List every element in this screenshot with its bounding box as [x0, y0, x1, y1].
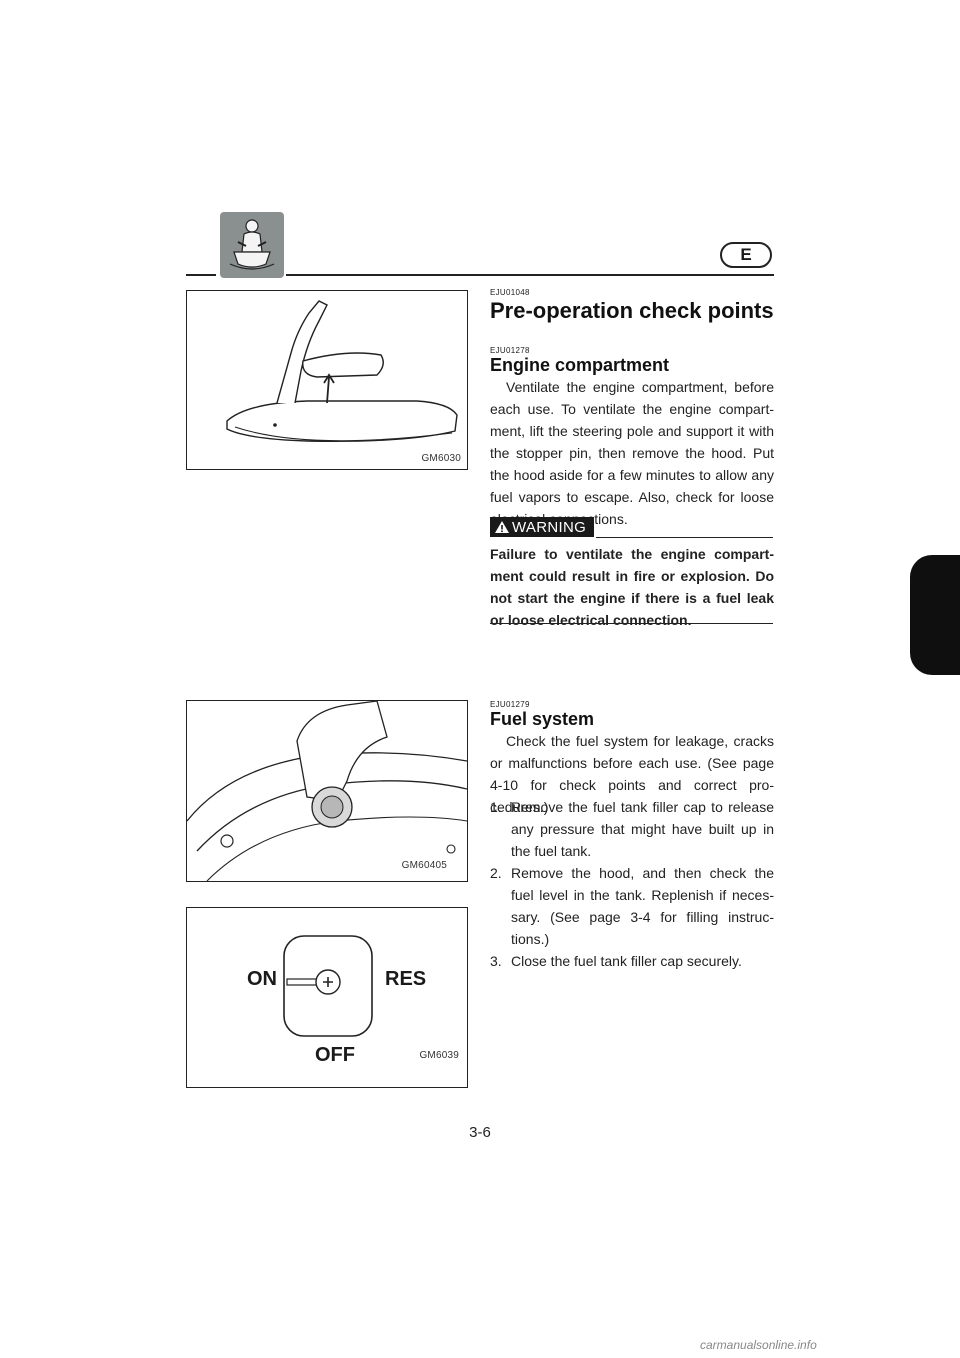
fuel-cock-label-on: ON: [247, 968, 277, 990]
footer-watermark: carmanualsonline.info: [700, 1338, 817, 1352]
warning-rule: [596, 537, 773, 538]
list-item: 1. Remove the fuel tank filler cap to re…: [490, 796, 774, 862]
step-number: 1.: [490, 799, 502, 815]
section-code: EJU01048: [490, 288, 530, 297]
figure-code: GM60405: [401, 860, 447, 871]
figure-code: GM6039: [419, 1050, 459, 1061]
warning-triangle-icon: [495, 521, 509, 533]
list-item: 2. Remove the hood, and then check the f…: [490, 862, 774, 950]
chapter-tab: [910, 555, 960, 675]
figure-fuel-cock: ON RES OFF GM6039: [186, 907, 468, 1088]
language-badge: E: [720, 242, 772, 268]
step-text: Remove the fuel tank filler cap to relea…: [511, 799, 774, 859]
subsection-title-engine-compartment: Engine compartment: [490, 355, 670, 375]
subsection-title-fuel-system: Fuel system: [490, 709, 595, 729]
fuel-cock-illustration: [283, 935, 373, 1037]
figure-hood-removal: GM6030: [186, 290, 468, 470]
header-rule-left: [186, 274, 216, 276]
subsection-code: EJU01278: [490, 346, 530, 355]
fuel-system-steps: 1. Remove the fuel tank filler cap to re…: [490, 796, 774, 972]
fuel-system-text: Check the fuel system for leakage, crack…: [490, 733, 774, 815]
fuel-cock-label-off: OFF: [315, 1044, 355, 1066]
list-item: 3. Close the fuel tank filler cap secure…: [490, 950, 774, 972]
warning-text: Failure to ventilate the engine compart-…: [490, 546, 774, 628]
subsection-code: EJU01279: [490, 700, 530, 709]
page-number: 3-6: [469, 1124, 491, 1141]
header-rule-right: [286, 274, 774, 276]
warning-end-rule: [490, 623, 773, 624]
step-text: Close the fuel tank filler cap securely.: [511, 953, 742, 969]
figure-filler-cap: GM60405: [186, 700, 468, 882]
step-number: 3.: [490, 953, 502, 969]
hood-removal-illustration: [226, 300, 458, 442]
step-number: 2.: [490, 865, 502, 881]
fuel-cock-label-res: RES: [385, 968, 427, 990]
warning-badge: WARNING: [490, 517, 594, 537]
engine-compartment-text: Ventilate the engine compartment, before…: [490, 379, 774, 527]
fuel-cap-illustration: [187, 701, 467, 881]
jet-ski-rider-icon: [220, 212, 284, 278]
figure-code: GM6030: [421, 453, 461, 464]
step-text: Remove the hood, and then check the fuel…: [511, 865, 774, 947]
section-title: Pre-operation check points: [490, 298, 774, 323]
warning-label: WARNING: [512, 518, 587, 536]
